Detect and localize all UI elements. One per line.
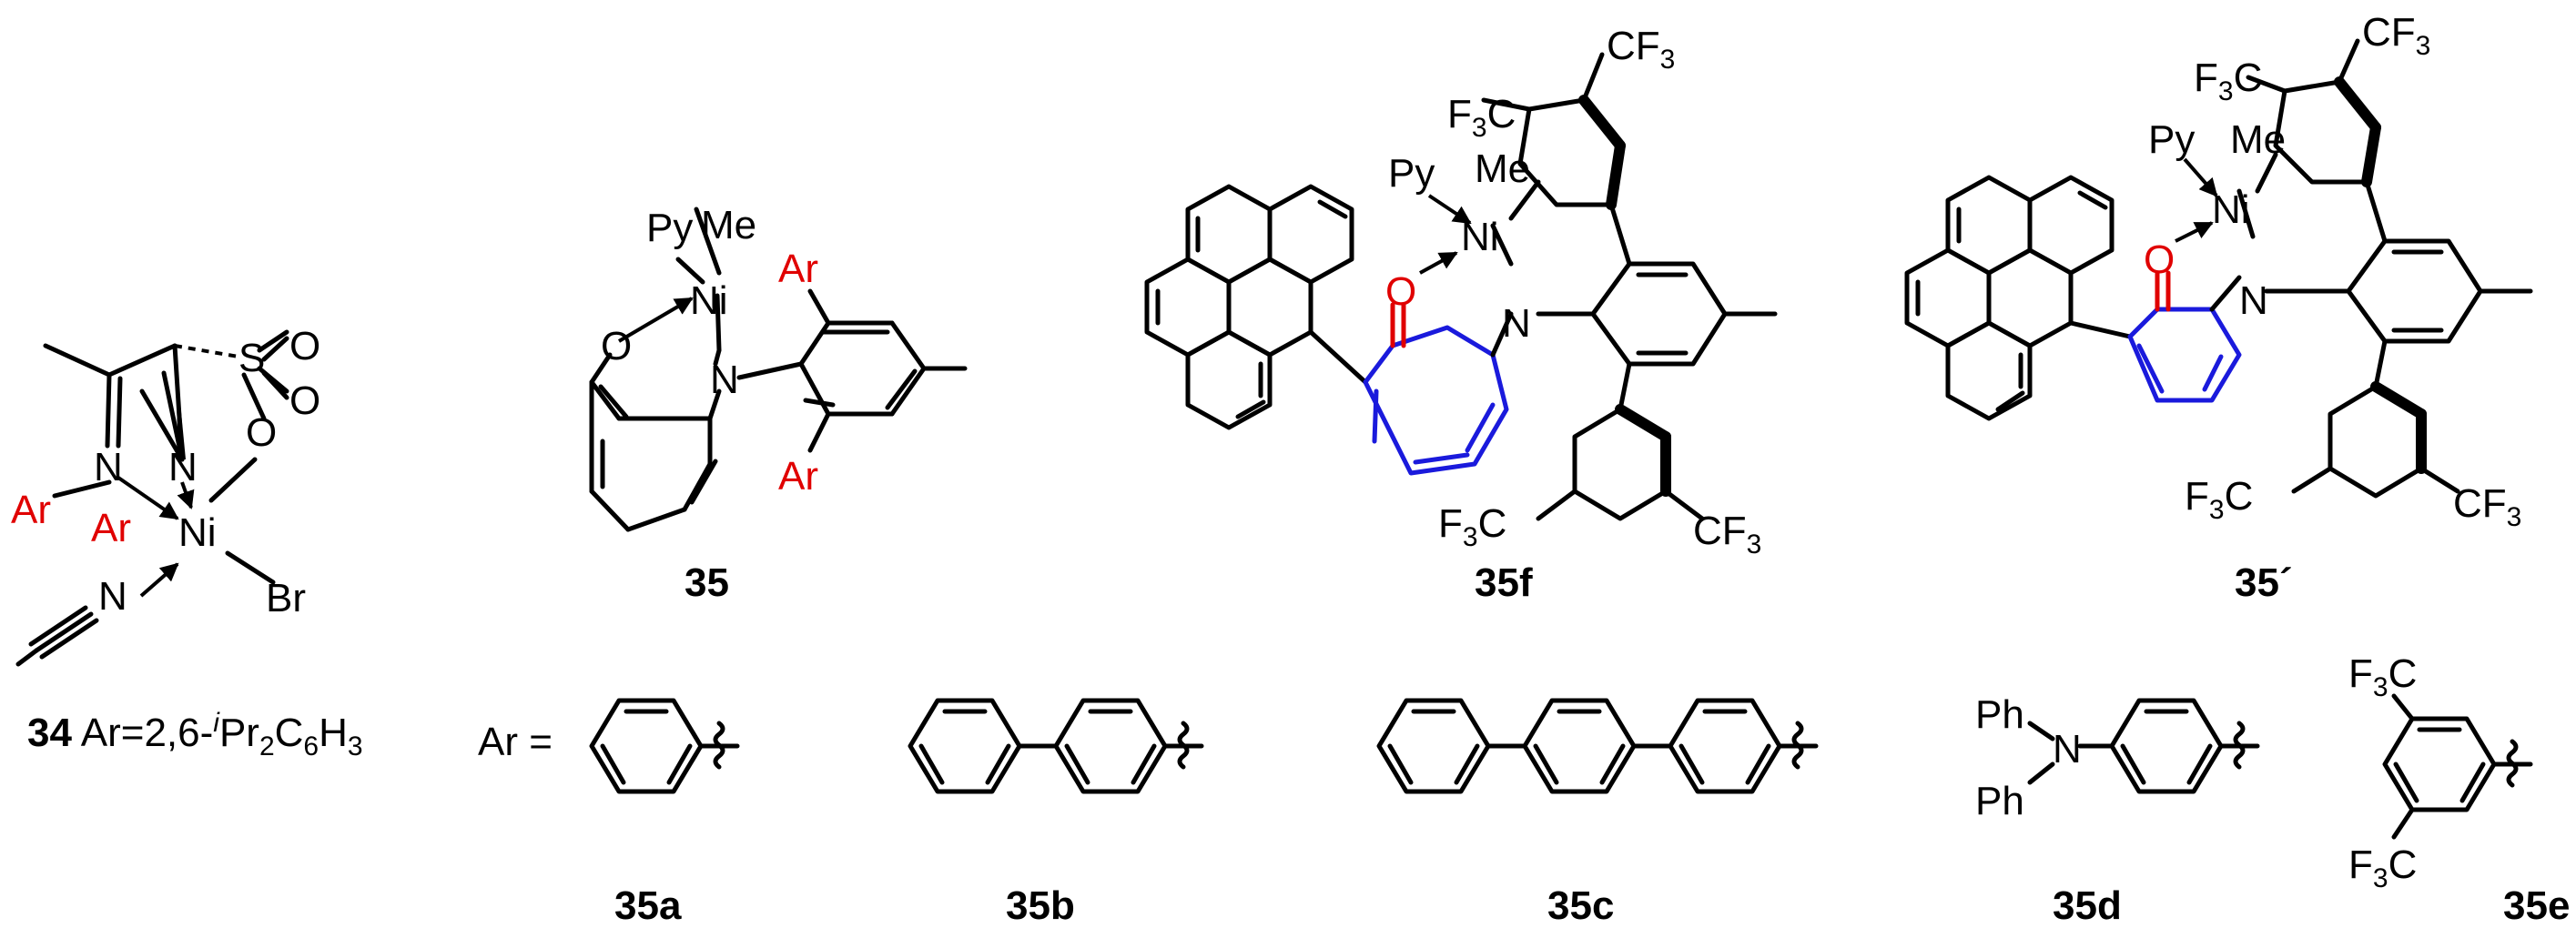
atom-py-35: Py [646, 206, 693, 250]
compound-35f-structure [1144, 52, 1778, 521]
substituent-35c-structure [1376, 698, 1819, 794]
substituent-35d-label: 35d [2053, 883, 2122, 928]
ar-legend-label: Ar = [478, 720, 553, 764]
compound-35prime-structure [1904, 38, 2533, 499]
atom-ni-35f: Ni [1461, 215, 1499, 259]
atom-o-35prime: O [2144, 237, 2175, 282]
atom-cf3-35f-bottom: CF3 [1693, 509, 1761, 560]
compound-34-label: 34 Ar=2,6-iPr2C6H3 [27, 708, 363, 761]
substituent-35a-structure [589, 698, 740, 794]
atom-cf3-35f-top: CF3 [1607, 24, 1675, 75]
atom-py-35prime: Py [2148, 117, 2195, 162]
atom-f3c-35f-bottom: F3C [1438, 501, 1506, 552]
atom-o-34c: O [246, 410, 277, 455]
atom-f3c-35e-bottom: F3C [2348, 842, 2417, 893]
atom-ar-34b: Ar [91, 506, 131, 550]
atom-n-34b: N [168, 445, 198, 489]
atom-o-35: O [601, 324, 632, 368]
atom-f3c-35f-top: F3C [1447, 92, 1516, 143]
atom-ph-35d-top: Ph [1975, 692, 2024, 737]
atom-o-34b: O [289, 378, 320, 423]
compound-35prime-label: 35´ [2235, 560, 2293, 605]
atom-n-35d: N [2053, 727, 2082, 772]
atom-o-34a: O [289, 324, 320, 368]
atom-cf3-35prime-top: CF3 [2362, 10, 2430, 61]
atom-f3c-35prime-bottom: F3C [2185, 474, 2253, 525]
atom-ph-35d-bottom: Ph [1975, 779, 2024, 823]
atom-br-34: Br [266, 576, 306, 620]
atom-ni-34: Ni [178, 510, 217, 555]
compound-35f-label: 35f [1475, 560, 1533, 605]
atom-ar-34a: Ar [11, 488, 51, 532]
atom-o-35f: O [1385, 269, 1416, 314]
atom-n-35f: N [1502, 301, 1531, 346]
substituent-35a-label: 35a [614, 883, 682, 928]
atom-cf3-35prime-bottom: CF3 [2453, 481, 2521, 532]
atom-me-35: Me [701, 203, 756, 247]
compound-34-structure [15, 329, 289, 667]
atom-ar-35a: Ar [778, 247, 818, 291]
atom-me-35f: Me [1475, 146, 1530, 191]
substituent-35e-structure [2382, 693, 2533, 840]
substituent-35c-label: 35c [1547, 883, 1614, 928]
compound-35-structure [589, 207, 968, 532]
compound-35-label: 35 [685, 560, 729, 605]
atom-n-35: N [710, 358, 739, 402]
atom-ar-35b: Ar [778, 454, 818, 499]
atom-n-34a: N [94, 445, 123, 489]
substituent-35b-structure [908, 698, 1204, 794]
atom-ni-35prime: Ni [2212, 187, 2250, 232]
atom-me-35prime: Me [2230, 117, 2286, 162]
atom-n-35prime: N [2239, 278, 2268, 323]
atom-ni-35: Ni [690, 278, 728, 323]
atom-f3c-35e-top: F3C [2348, 651, 2417, 702]
atom-s-34: S [238, 336, 265, 380]
substituent-35e-label: 35e [2503, 883, 2570, 928]
atom-n-34c: N [98, 574, 127, 619]
substituent-35d-structure [2027, 698, 2260, 794]
atom-py-35f: Py [1388, 151, 1435, 196]
atom-f3c-35prime-top: F3C [2194, 55, 2262, 106]
substituent-35b-label: 35b [1006, 883, 1075, 928]
